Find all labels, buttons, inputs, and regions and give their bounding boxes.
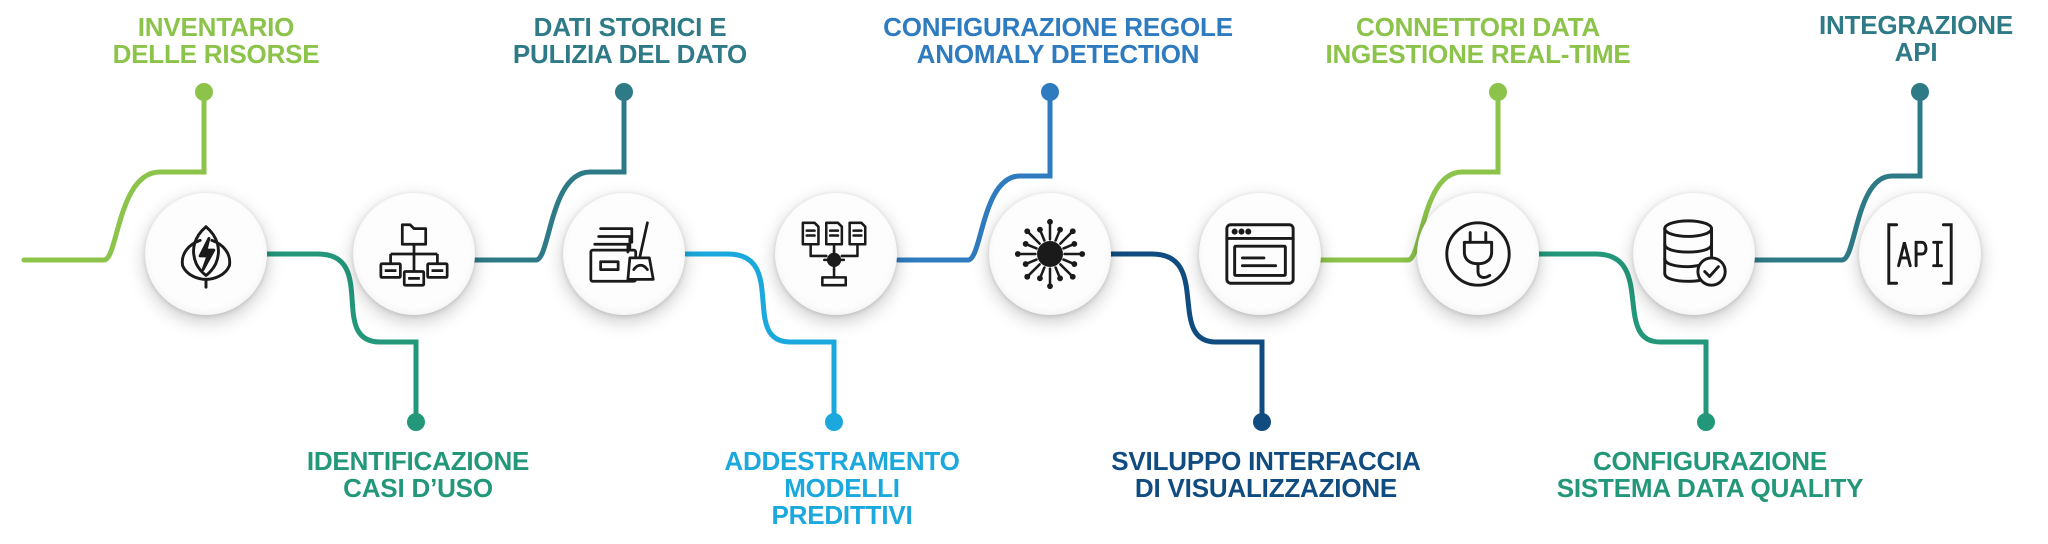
connector-line-8 <box>1533 251 1709 425</box>
step-node-addestramento-modelli <box>775 193 897 315</box>
connector-line-6 <box>1107 251 1265 425</box>
step-label-line: MODELLI <box>784 473 900 503</box>
step-label-line: ANOMALY DETECTION <box>916 39 1200 69</box>
step-label-line: DI VISUALIZZAZIONE <box>1134 473 1398 503</box>
connector-dot-1 <box>195 83 213 101</box>
connector-dot-5 <box>1041 83 1059 101</box>
step-node-connettori-ingestione <box>1417 193 1539 315</box>
connector-dot-4 <box>825 413 843 431</box>
step-node-sviluppo-interfaccia <box>1199 193 1321 315</box>
connector-dot-8 <box>1697 413 1715 431</box>
step-label-line: ADDESTRAMENTO <box>724 446 960 476</box>
leaf-lightning-icon <box>180 225 232 289</box>
connector-line-7 <box>1317 89 1501 263</box>
connector-line-3 <box>471 89 627 263</box>
step-label-line: IDENTIFICAZIONE <box>306 446 530 476</box>
step-node-inventario-risorse <box>145 193 267 315</box>
step-label-line: CONNETTORI DATA <box>1356 12 1600 42</box>
step-label-line: API <box>1894 37 1938 67</box>
step-label-line: CONFIGURAZIONE REGOLE <box>883 12 1233 42</box>
step-label-line: SVILUPPO INTERFACCIA <box>1111 446 1421 476</box>
connector-line-1 <box>21 89 207 263</box>
connector-dot-9 <box>1911 83 1929 101</box>
step-label-line: DATI STORICI E <box>533 12 727 42</box>
folder-hierarchy-icon <box>379 223 449 287</box>
connector-dot-2 <box>407 413 425 431</box>
step-node-integrazione-api <box>1859 193 1981 315</box>
browser-window-icon <box>1225 223 1295 285</box>
network-burst-icon <box>1014 218 1086 290</box>
step-node-data-quality <box>1633 193 1755 315</box>
connector-dot-7 <box>1489 83 1507 101</box>
step-label-line: SISTEMA DATA QUALITY <box>1556 473 1864 503</box>
connector-dot-3 <box>615 83 633 101</box>
database-check-icon <box>1663 219 1727 287</box>
connector-line-2 <box>259 251 419 425</box>
plug-connector-icon <box>1445 221 1511 287</box>
connector-dot-6 <box>1253 413 1271 431</box>
step-label-line: INGESTIONE REAL-TIME <box>1325 39 1631 69</box>
step-label-line: DELLE RISORSE <box>112 39 320 69</box>
connector-line-9 <box>1751 89 1923 263</box>
step-node-identificazione-casi <box>353 193 475 315</box>
step-node-dati-storici <box>563 193 685 315</box>
connector-line-5 <box>895 89 1053 263</box>
step-label-line: INTEGRAZIONE <box>1818 10 2014 40</box>
documents-broom-icon <box>589 221 655 283</box>
step-label-line: PREDITTIVI <box>771 500 913 530</box>
step-label-line: INVENTARIO <box>137 12 295 42</box>
step-node-anomaly-detection <box>989 193 1111 315</box>
api-icon <box>1887 223 1953 285</box>
step-label-line: CASI D’USO <box>343 473 493 503</box>
step-label-line: CONFIGURAZIONE <box>1592 446 1828 476</box>
step-label-line: PULIZIA DEL DATO <box>512 39 748 69</box>
connector-line-4 <box>683 251 837 425</box>
documents-gear-icon <box>801 221 867 287</box>
